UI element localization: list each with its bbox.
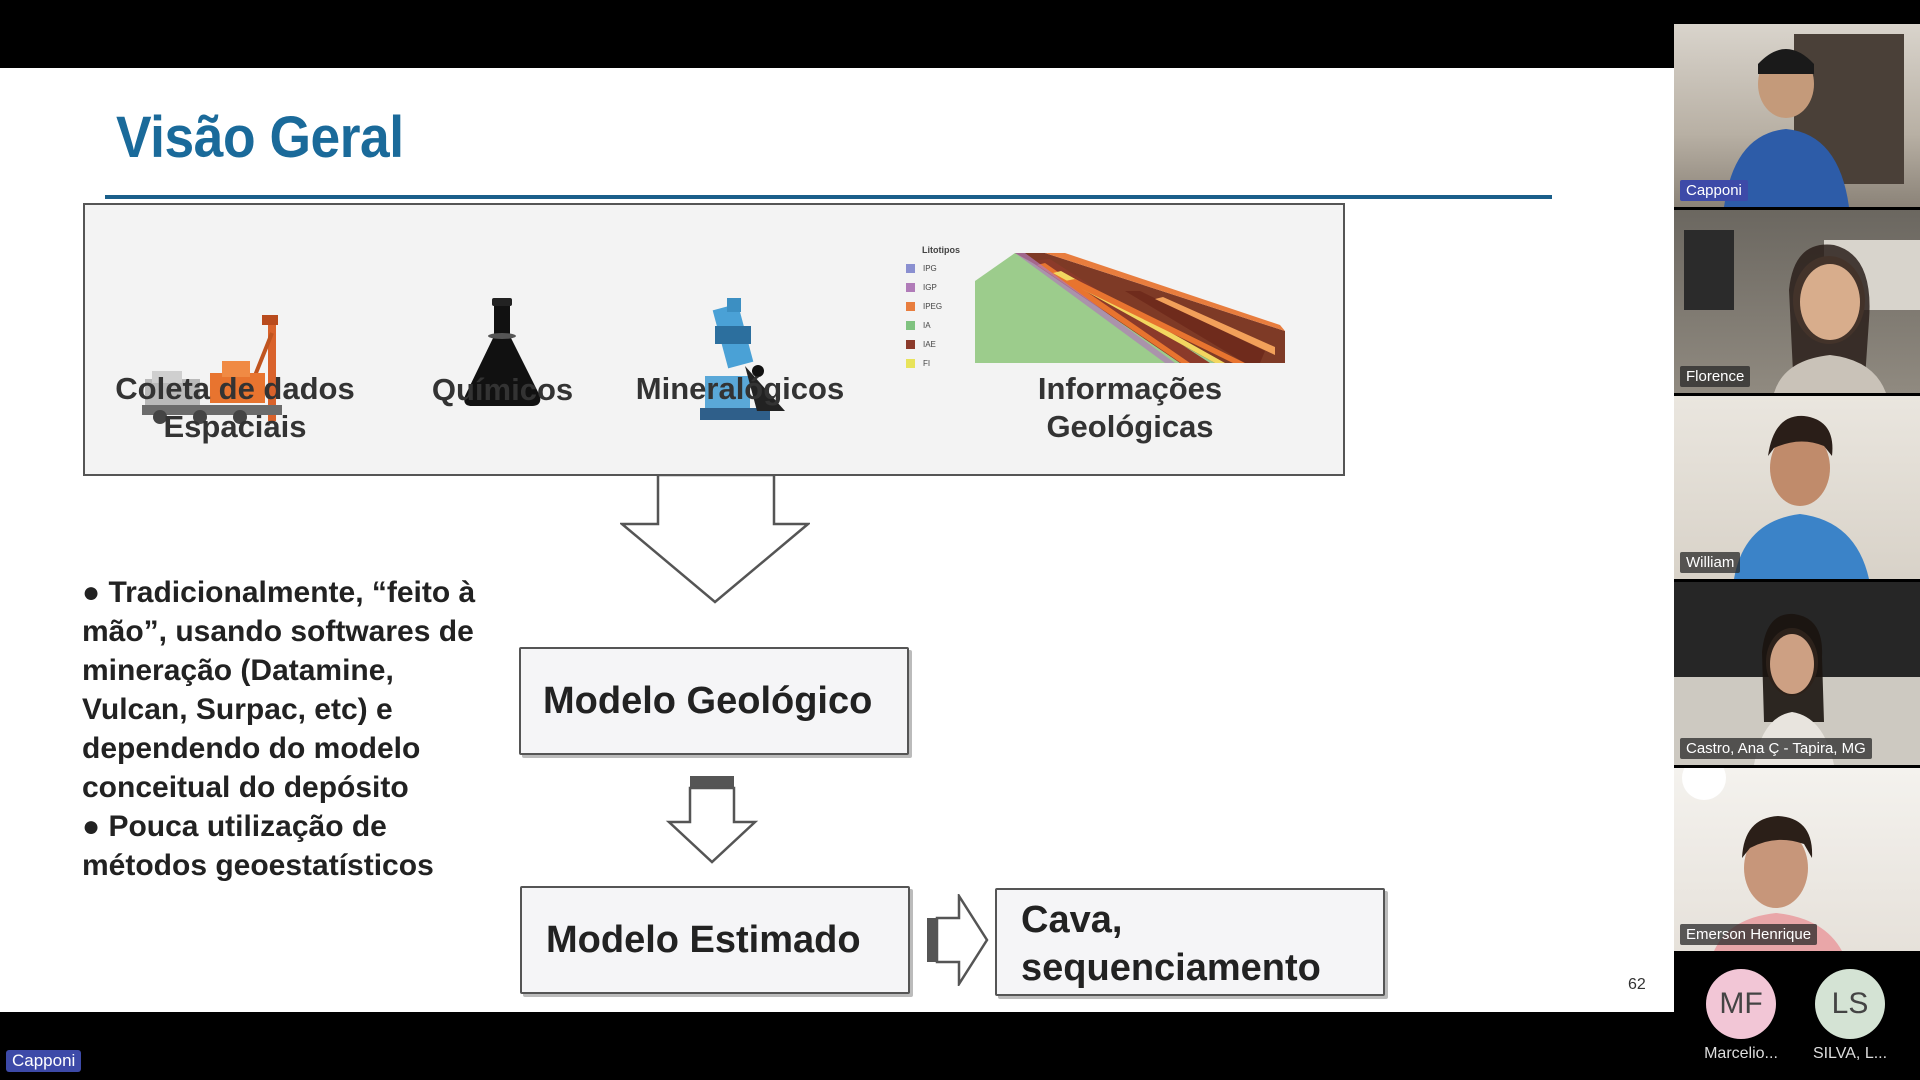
geologic-section-icon — [975, 253, 1285, 363]
pit-sequencing-label-line1: Cava, — [1021, 899, 1123, 941]
legend-swatch — [906, 264, 915, 274]
bullet-item: ● Tradicionalmente, “feito à mão”, usand… — [82, 576, 476, 804]
drill-rig-icon — [142, 315, 282, 424]
slide-title: Visão Geral — [116, 105, 404, 170]
legend-item: IGP — [906, 283, 937, 293]
right-arrow — [927, 894, 989, 986]
participant-name: Castro, Ana Ç - Tapira, MG — [1680, 738, 1872, 759]
legend-swatch — [906, 359, 915, 369]
participant-video — [1684, 230, 1920, 393]
source-label-line: Informações — [1037, 371, 1223, 406]
legend-label: IGP — [923, 283, 937, 292]
legend-label: IPG — [923, 264, 937, 273]
legend-swatch — [906, 321, 915, 331]
legend-swatch — [906, 283, 915, 293]
participant-avatar[interactable]: LS SILVA, L... — [1795, 969, 1905, 1063]
pit-sequencing-box: Cava, sequenciamento — [995, 888, 1385, 996]
presenter-name-tag: Capponi — [6, 1050, 82, 1072]
participant-video — [1724, 34, 1904, 207]
participant-tile[interactable]: Capponi — [1674, 24, 1920, 207]
participant-name: Emerson Henrique — [1680, 924, 1818, 945]
geologic-model-label: Modelo Geológico — [543, 680, 873, 722]
avatar-name: Marcelio... — [1704, 1045, 1778, 1062]
estimated-model-label: Modelo Estimado — [546, 919, 861, 961]
microscope-icon — [700, 298, 785, 420]
participant-avatar[interactable]: MF Marcelio... — [1686, 969, 1796, 1063]
legend-item: IA — [906, 321, 931, 331]
participant-video — [1734, 415, 1869, 579]
bullet-list: ● Tradicionalmente, “feito à mão”, usand… — [82, 573, 502, 885]
participant-tile[interactable]: Castro, Ana Ç - Tapira, MG — [1674, 582, 1920, 765]
source-label-mineralogical: Mineralógicos — [635, 371, 845, 406]
legend-swatch — [906, 340, 915, 350]
bullet-item: ● Pouca utilização de métodos geoestatís… — [82, 810, 434, 882]
geologic-model-box: Modelo Geológico — [519, 647, 909, 755]
participant-name: Capponi — [1680, 180, 1748, 201]
legend-item: FI — [906, 359, 930, 369]
avatar-name: SILVA, L... — [1812, 1045, 1888, 1062]
pit-sequencing-label-line2: sequenciamento — [1021, 947, 1321, 989]
participant-tile[interactable]: Florence — [1674, 210, 1920, 393]
down-arrow-large — [620, 474, 810, 604]
down-arrow-small — [665, 776, 759, 864]
legend-item: IPEG — [906, 302, 942, 312]
participant-name: William — [1680, 552, 1741, 573]
legend-label: IPEG — [923, 302, 943, 311]
legend-swatch — [906, 302, 915, 312]
source-label-line: Coleta de dados — [115, 371, 355, 406]
slide-number: 62 — [1628, 976, 1646, 993]
legend-item: IAE — [906, 340, 936, 350]
estimated-model-box: Modelo Estimado — [520, 886, 910, 994]
legend-label: FI — [923, 359, 931, 368]
source-label-line: Espaciais — [163, 409, 307, 444]
source-label-line: Geológicas — [1046, 409, 1214, 444]
avatar-initials: LS — [1815, 969, 1885, 1039]
participant-tile[interactable]: William — [1674, 396, 1920, 579]
title-divider — [105, 195, 1552, 199]
legend-label: IA — [923, 321, 931, 330]
legend-item: IPG — [906, 264, 937, 274]
participant-tile[interactable]: Emerson Henrique — [1674, 768, 1920, 951]
participant-name: Florence — [1680, 366, 1751, 387]
flask-icon — [464, 298, 541, 406]
source-label-chemical: Químicos — [431, 372, 574, 407]
avatar-initials: MF — [1706, 969, 1776, 1039]
legend-label: IAE — [923, 340, 936, 349]
legend-title: Litotipos — [922, 245, 960, 255]
